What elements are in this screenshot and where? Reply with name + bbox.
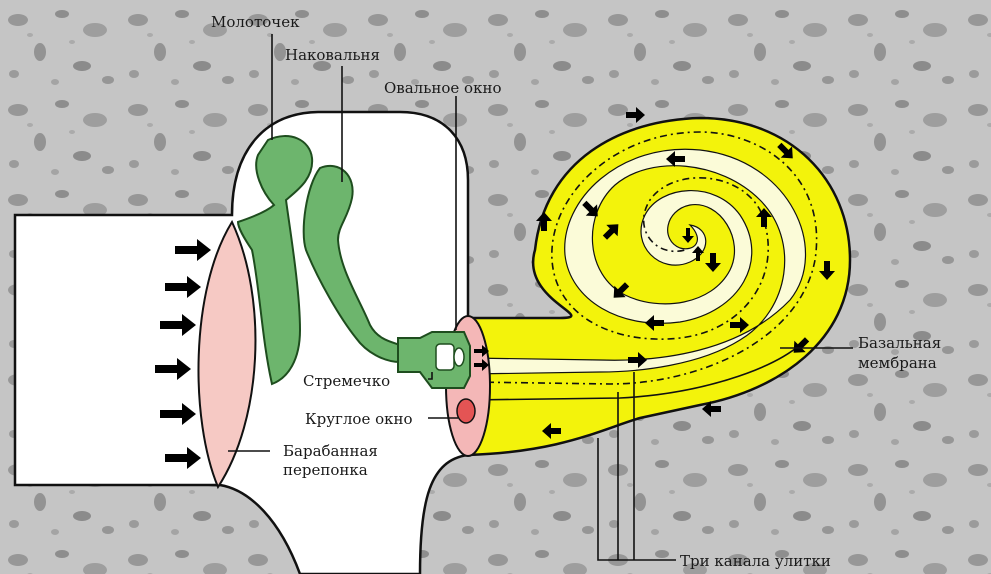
round-window: [457, 399, 475, 423]
label-round-window: Круглое окно: [305, 410, 413, 428]
label-oval-window: Овальное окно: [384, 79, 502, 97]
label-basilar-1: Базальная: [858, 334, 941, 352]
label-stapes: Стремечко: [303, 372, 390, 390]
label-eardrum-2: перепонка: [283, 461, 368, 479]
label-canals: Три канала улитки: [680, 552, 831, 570]
label-incus: Наковальня: [285, 46, 380, 64]
label-eardrum-1: Барабанная: [283, 442, 378, 460]
label-basilar-2: мембрана: [858, 354, 937, 372]
label-malleus: Молоточек: [211, 13, 300, 31]
